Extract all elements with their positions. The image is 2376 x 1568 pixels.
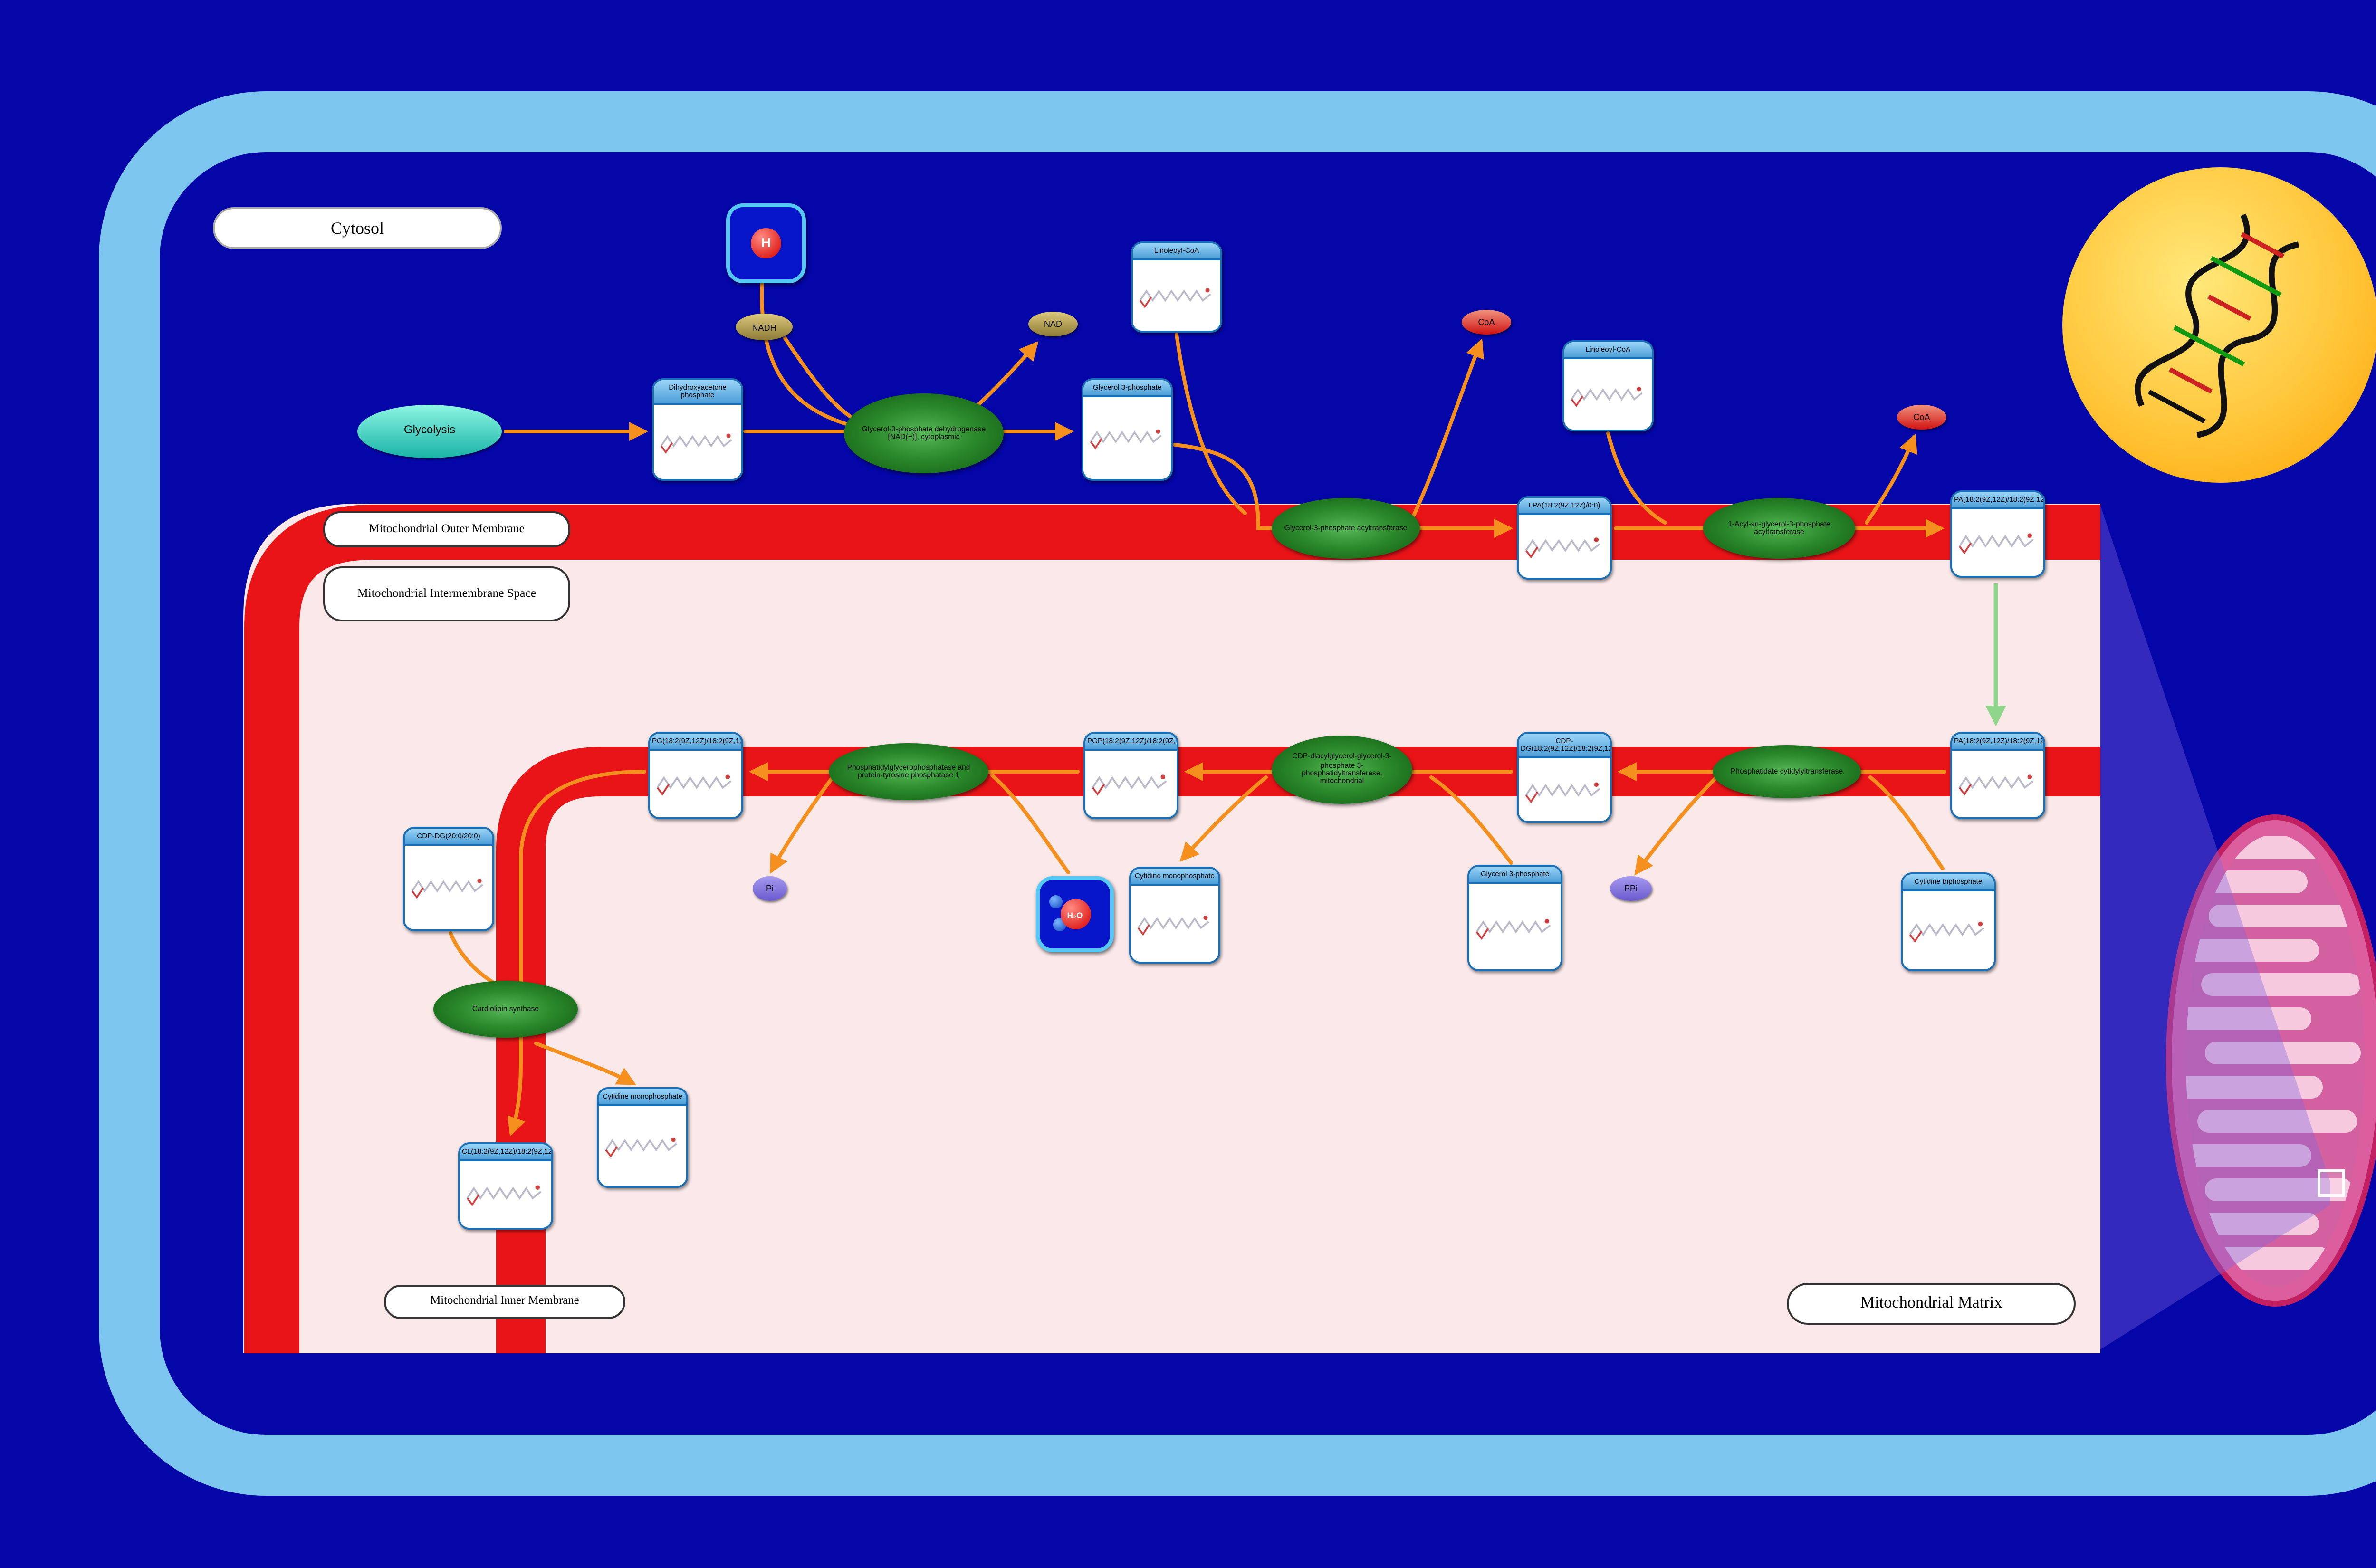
chemical-structure <box>1085 750 1177 817</box>
metabolite-label: CDP-DG(20:0/20:0) <box>405 829 492 845</box>
chemical-structure <box>654 405 741 479</box>
chemical-structure <box>1083 396 1171 479</box>
pathway-glycolysis[interactable]: Glycolysis <box>357 405 502 458</box>
chemical-structure <box>1952 750 2043 817</box>
enzyme-cardiolipin-synthase[interactable]: Cardiolipin synthase <box>433 981 578 1038</box>
metabolite-label: LPA(18:2(9Z,12Z)/0:0) <box>1519 498 1610 515</box>
metabolite-label: PA(18:2(9Z,12Z)/18:2(9Z,12Z)) <box>1952 492 2043 509</box>
chemical-structure <box>650 750 741 817</box>
metabolite-pg[interactable]: PG(18:2(9Z,12Z)/18:2(9Z,12Z)) <box>648 732 743 819</box>
cofactor-nad[interactable]: NAD <box>1028 312 1078 336</box>
cofactor-nadh[interactable]: NADH <box>736 314 793 340</box>
metabolite-cdp-dg-1[interactable]: CDP-DG(18:2(9Z,12Z)/18:2(9Z,12Z)) <box>1517 732 1612 823</box>
cofactor-coa-2[interactable]: CoA <box>1897 405 1946 430</box>
metabolite-label: Linoleoyl-CoA <box>1564 342 1652 359</box>
cofactor-ppi[interactable]: PPi <box>1610 876 1652 901</box>
enzyme-g3p-acyltransferase[interactable]: Glycerol-3-phosphate acyltransferase <box>1272 498 1420 559</box>
metabolite-label: Cytidine triphosphate <box>1903 874 1994 891</box>
chemical-structure <box>460 1160 551 1228</box>
enzyme-g3p-dehydrogenase[interactable]: Glycerol-3-phosphate dehydrogenase [NAD(… <box>844 393 1004 473</box>
metabolite-cdp-dg-2[interactable]: CDP-DG(20:0/20:0) <box>403 827 494 931</box>
metabolite-cl[interactable]: CL(18:2(9Z,12Z)/18:2(9Z,12Z)/20:0/20:0) <box>458 1142 553 1230</box>
chemical-structure <box>1952 508 2043 576</box>
chemical-structure <box>1469 883 1561 969</box>
chemical-structure <box>1564 358 1652 430</box>
cell-membrane <box>99 91 2376 1496</box>
metabolite-label: CL(18:2(9Z,12Z)/18:2(9Z,12Z)/20:0/20:0) <box>460 1144 551 1161</box>
chemical-structure <box>1903 890 1994 969</box>
chemical-structure <box>1519 514 1610 578</box>
metabolite-label: Glycerol 3-phosphate <box>1083 380 1171 397</box>
metabolite-cmp-2[interactable]: Cytidine monophosphate <box>597 1087 688 1188</box>
label-outer-membrane: Mitochondrial Outer Membrane <box>323 511 570 547</box>
cofactor-h2o[interactable]: H₂O <box>1036 876 1114 952</box>
metabolite-label: PG(18:2(9Z,12Z)/18:2(9Z,12Z)) <box>650 734 741 750</box>
enzyme-phosphatidate-cytidylyltransferase[interactable]: Phosphatidate cytidylyltransferase <box>1713 745 1861 798</box>
chemical-structure <box>1133 259 1220 331</box>
metabolite-label: CDP-DG(18:2(9Z,12Z)/18:2(9Z,12Z)) <box>1519 734 1610 759</box>
chemical-structure <box>405 845 492 929</box>
chemical-structure <box>1131 885 1218 962</box>
dna-helix-icon <box>2135 213 2299 438</box>
enzyme-agpat[interactable]: 1-Acyl-sn-glycerol-3-phosphate acyltrans… <box>1703 498 1855 559</box>
chemical-structure <box>1519 758 1610 821</box>
metabolite-label: Linoleoyl-CoA <box>1133 243 1220 260</box>
chemical-structure <box>599 1105 686 1186</box>
enzyme-pgp-synthase[interactable]: CDP-diacylglycerol-glycerol-3-phosphate … <box>1272 736 1412 804</box>
metabolite-ctp[interactable]: Cytidine triphosphate <box>1901 872 1996 971</box>
metabolite-label: PA(18:2(9Z,12Z)/18:2(9Z,12Z)) <box>1952 734 2043 750</box>
cofactor-h-ion[interactable]: H <box>726 203 806 283</box>
label-cytosol: Cytosol <box>213 207 502 249</box>
metabolite-pgp[interactable]: PGP(18:2(9Z,12Z)/18:2(9Z,12Z)) <box>1083 732 1178 819</box>
metabolite-label: Glycerol 3-phosphate <box>1469 867 1561 883</box>
metabolite-pa-inner[interactable]: PA(18:2(9Z,12Z)/18:2(9Z,12Z)) <box>1950 732 2045 819</box>
nucleus <box>2062 167 2376 483</box>
metabolite-label: Dihydroxyacetone phosphate <box>654 380 741 405</box>
metabolite-lpa[interactable]: LPA(18:2(9Z,12Z)/0:0) <box>1517 496 1612 580</box>
metabolite-cmp-1[interactable]: Cytidine monophosphate <box>1129 867 1220 964</box>
h-atom-icon: H <box>751 228 781 258</box>
metabolite-g3p-matrix[interactable]: Glycerol 3-phosphate <box>1467 865 1562 971</box>
metabolite-g3p-cytosol[interactable]: Glycerol 3-phosphate <box>1082 378 1173 481</box>
enzyme-pgp-phosphatase[interactable]: Phosphatidylglycerophosphatase and prote… <box>829 743 988 800</box>
metabolite-label: Cytidine monophosphate <box>599 1089 686 1106</box>
metabolite-label: PGP(18:2(9Z,12Z)/18:2(9Z,12Z)) <box>1085 734 1177 750</box>
label-intermembrane-space: Mitochondrial Intermembrane Space <box>323 566 570 621</box>
label-inner-membrane: Mitochondrial Inner Membrane <box>384 1285 625 1319</box>
cofactor-pi[interactable]: Pi <box>753 876 787 901</box>
metabolite-linoleoyl-coa-2[interactable]: Linoleoyl-CoA <box>1562 340 1654 431</box>
metabolite-dhap[interactable]: Dihydroxyacetone phosphate <box>652 378 743 481</box>
metabolite-pa-outer[interactable]: PA(18:2(9Z,12Z)/18:2(9Z,12Z)) <box>1950 490 2045 578</box>
metabolite-linoleoyl-coa-1[interactable]: Linoleoyl-CoA <box>1131 241 1222 333</box>
metabolite-label: Cytidine monophosphate <box>1131 869 1218 885</box>
h-atom-dot-icon <box>1049 895 1063 908</box>
cofactor-coa-1[interactable]: CoA <box>1462 310 1511 335</box>
label-matrix: Mitochondrial Matrix <box>1787 1283 2076 1325</box>
